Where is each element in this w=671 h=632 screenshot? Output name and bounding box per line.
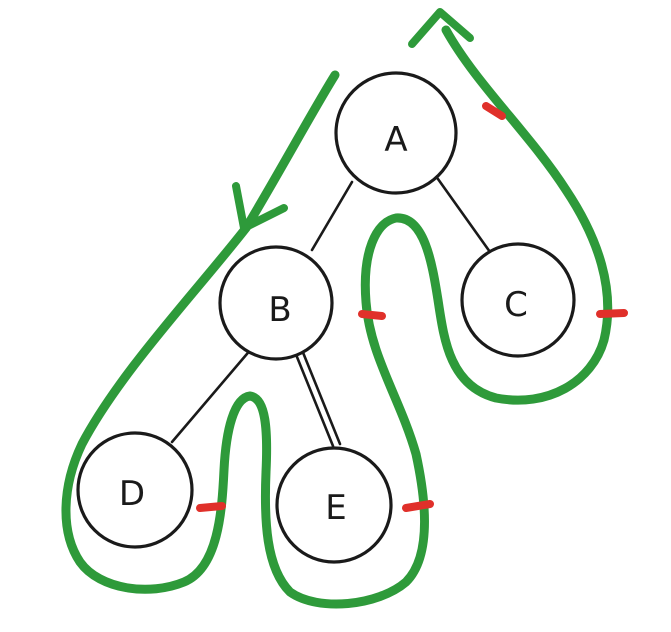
node-c: C — [460, 242, 576, 358]
node-a-circle — [334, 71, 458, 195]
node-d-circle — [76, 431, 194, 549]
edge-a-b — [310, 180, 354, 252]
arrowhead-down-icon — [232, 182, 288, 232]
traversal-path — [61, 25, 613, 609]
node-d-label: D — [119, 474, 145, 514]
node-b-label: B — [268, 290, 291, 330]
node-b: B — [218, 245, 334, 361]
traversal-contour — [61, 8, 613, 609]
marker-c-left — [358, 310, 386, 320]
marker-d-right — [196, 502, 226, 512]
node-c-label: C — [504, 285, 528, 325]
node-b-circle — [218, 245, 334, 361]
node-e: E — [275, 446, 393, 564]
node-a: A — [334, 71, 458, 195]
traversal-markers — [196, 102, 628, 512]
node-e-circle — [275, 446, 393, 564]
node-a-label: A — [384, 120, 407, 160]
edge-b-e-double — [300, 348, 342, 446]
tree-nodes: A B C D E — [76, 71, 576, 564]
node-c-circle — [460, 242, 576, 358]
node-d: D — [76, 431, 194, 549]
edge-b-e — [293, 350, 335, 448]
arrowhead-up-icon — [408, 8, 474, 48]
node-e-label: E — [325, 488, 346, 528]
marker-e-right — [402, 500, 434, 512]
edge-a-c — [431, 170, 492, 254]
marker-a-right — [482, 102, 506, 120]
edge-b-d — [170, 346, 254, 444]
tree-edges — [170, 170, 492, 448]
marker-c-right — [596, 309, 628, 318]
